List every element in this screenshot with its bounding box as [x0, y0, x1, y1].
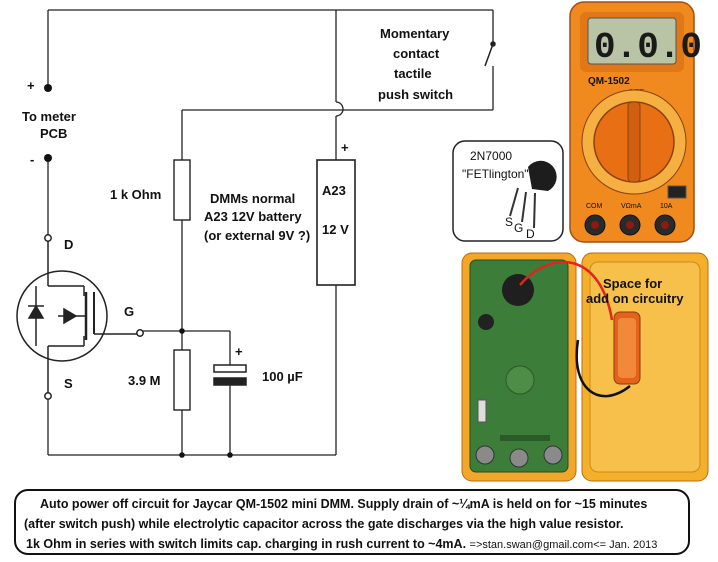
junction-dot	[227, 452, 233, 458]
minus-terminal	[44, 154, 52, 162]
transistor-inset: 2N7000 "FETlington" S G D	[452, 140, 564, 242]
resistor-1k-label: 1 k Ohm	[110, 187, 161, 202]
battery-bottom-label: 12 V	[322, 222, 349, 237]
wiring	[47, 9, 494, 456]
resistor-39m-label: 3.9 M	[128, 373, 161, 388]
plus-terminal	[44, 84, 52, 92]
minus-label: -	[30, 152, 34, 167]
caption-line-1: Auto power off circuit for Jaycar QM-150…	[40, 497, 648, 511]
switch-label-2: contact	[393, 46, 440, 61]
caption-line-2: (after switch push) while electrolytic c…	[24, 517, 624, 531]
mosfet-symbol	[16, 234, 144, 400]
switch-label-3: tactile	[394, 66, 432, 81]
space-note-2: add on circuitry	[586, 291, 684, 306]
meter-pcb-label-1: To meter	[22, 109, 76, 124]
multimeter-image: 0.0.0 QM-1502 OFF COM VΩmA 10A	[569, 1, 702, 243]
meter-pcb-label-2: PCB	[40, 126, 67, 141]
meter-display: 0.0.0	[594, 27, 702, 68]
capacitor-symbol	[213, 364, 247, 386]
svg-text:10A: 10A	[660, 203, 673, 210]
junction-dot	[179, 328, 185, 334]
junction-dot	[179, 452, 185, 458]
capacitor-label: 100 µF	[262, 369, 303, 384]
svg-text:2N7000: 2N7000	[470, 149, 512, 163]
caption-box: Auto power off circuit for Jaycar QM-150…	[14, 489, 690, 555]
switch-label-4: push switch	[378, 87, 453, 102]
switch-label-1: Momentary	[380, 26, 450, 41]
svg-text:VΩmA: VΩmA	[621, 203, 642, 210]
battery-note-2: A23 12V battery	[204, 209, 302, 224]
caption-email: =>stan.swan@gmail.com<= Jan. 2013	[469, 539, 658, 551]
resistor-3-9m	[173, 349, 191, 411]
svg-text:D: D	[526, 227, 535, 241]
battery-plus-label: +	[341, 140, 349, 155]
svg-text:"FETlington": "FETlington"	[462, 167, 529, 181]
caption-line-3: 1k Ohm in series with switch limits cap.…	[26, 537, 467, 551]
space-note-1: Space for	[603, 276, 662, 291]
battery-symbol	[316, 159, 356, 286]
meter-model: QM-1502	[588, 76, 630, 87]
battery-note-3: (or external 9V ?)	[204, 228, 310, 243]
battery-note-1: DMMs normal	[210, 191, 295, 206]
capacitor-plus-label: +	[235, 344, 243, 359]
svg-text:COM: COM	[586, 203, 603, 210]
push-switch-symbol	[484, 41, 496, 67]
plus-label: +	[27, 78, 35, 93]
caption-line-3-wrap: 1k Ohm in series with switch limits cap.…	[24, 534, 680, 555]
gate-label: G	[124, 304, 134, 319]
source-label: S	[64, 376, 73, 391]
svg-text:G: G	[514, 221, 523, 235]
opened-meter-image: Space for add on circuitry	[459, 250, 709, 484]
resistor-1k	[173, 159, 191, 221]
drain-label: D	[64, 237, 73, 252]
svg-text:S: S	[505, 215, 513, 229]
battery-top-label: A23	[322, 183, 346, 198]
